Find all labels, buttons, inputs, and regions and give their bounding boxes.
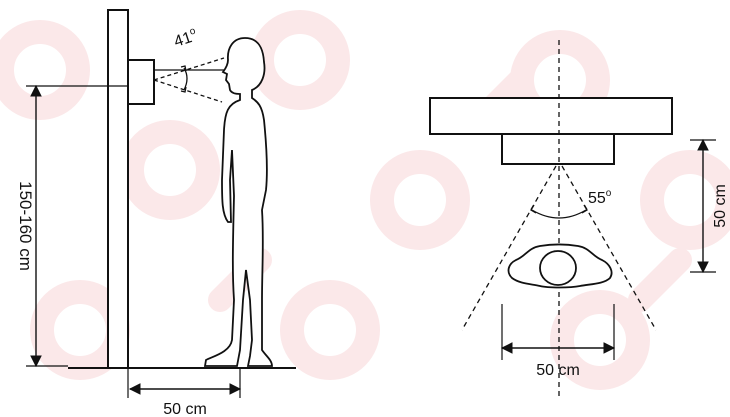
door-panel	[127, 59, 155, 105]
camera-angle-rays	[153, 57, 225, 103]
side-angle-label: 41o	[171, 25, 200, 50]
wall-top	[429, 97, 673, 135]
view-cone	[461, 165, 657, 331]
top-depth-label: 50 cm	[712, 184, 729, 228]
top-view	[429, 40, 716, 398]
head-top	[539, 250, 577, 286]
person-silhouette-side	[203, 37, 273, 367]
door-panel-top	[501, 133, 615, 165]
top-width-label: 50 cm	[536, 362, 580, 379]
top-angle-label: 55o	[588, 188, 612, 207]
angle-arc	[183, 67, 188, 91]
top-angle-arc	[531, 209, 587, 219]
wall	[107, 9, 129, 369]
side-distance-label: 50 cm	[163, 401, 207, 417]
side-view	[26, 9, 296, 398]
height-label: 150-160 cm	[16, 181, 35, 271]
